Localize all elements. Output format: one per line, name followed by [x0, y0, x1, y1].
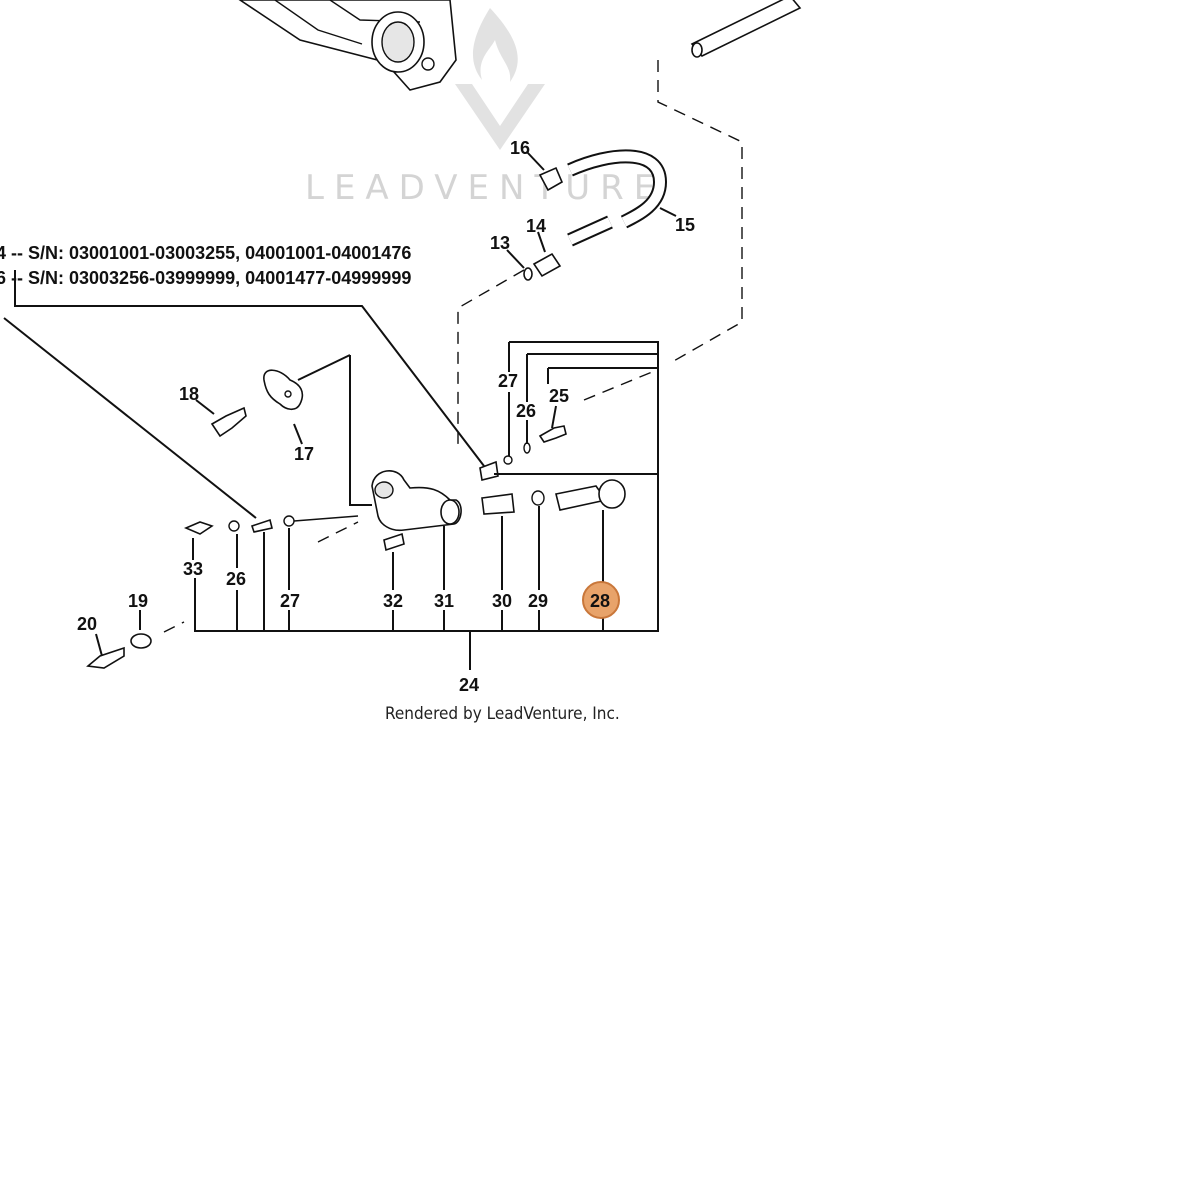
left-small-parts-drawing: [86, 515, 359, 669]
callout-25[interactable]: 25: [549, 386, 569, 406]
callout-33[interactable]: 33: [183, 559, 203, 579]
right-parts-drawing: [479, 425, 626, 515]
main-housing-drawing: [371, 470, 462, 552]
callout-30[interactable]: 30: [492, 591, 512, 611]
highlight-circle-28[interactable]: [582, 581, 620, 619]
callout-20[interactable]: 20: [77, 614, 97, 634]
gasket-drawing: [263, 369, 304, 411]
callout-19[interactable]: 19: [128, 591, 148, 611]
leader-lines: [95, 151, 677, 670]
callout-32[interactable]: 32: [383, 591, 403, 611]
screw-18-drawing: [210, 406, 247, 438]
routing-lines: [163, 60, 743, 633]
credit-text: Rendered by LeadVenture, Inc.: [385, 704, 620, 724]
callout-27-upper[interactable]: 27: [498, 371, 518, 391]
callout-24[interactable]: 24: [459, 675, 479, 695]
callout-26-upper[interactable]: 26: [516, 401, 536, 421]
callout-15[interactable]: 15: [675, 215, 695, 235]
watermark-v-icon: [455, 84, 545, 150]
watermark-text: LEADVENTURE: [305, 168, 665, 208]
callout-18[interactable]: 18: [179, 384, 199, 404]
callout-14[interactable]: 14: [526, 216, 546, 236]
callout-29[interactable]: 29: [528, 591, 548, 611]
callout-26-lower[interactable]: 26: [226, 569, 246, 589]
callout-13[interactable]: 13: [490, 233, 510, 253]
callout-27-lower[interactable]: 27: [280, 591, 300, 611]
callout-16[interactable]: 16: [510, 138, 530, 158]
callout-17[interactable]: 17: [294, 444, 314, 464]
callout-31[interactable]: 31: [434, 591, 454, 611]
engine-casing-drawing: [238, 0, 457, 91]
tube-drawing: [690, 0, 802, 58]
watermark-flame-icon: [472, 8, 518, 82]
leadventure-watermark: LEADVENTURE: [305, 8, 665, 208]
serial-bracket-lines: [3, 270, 659, 519]
serial-note-2: 6 -- S/N: 03003256-03999999, 04001477-04…: [0, 268, 411, 288]
serial-note-1: 4 -- S/N: 03001001-03003255, 04001001-04…: [0, 243, 411, 263]
hose-assembly-drawing: [523, 149, 668, 281]
callout-labels: 13 14 15 16 17 18 19 20 24 25 26 26 27 2…: [77, 138, 695, 695]
callout-28[interactable]: 28: [590, 591, 610, 611]
